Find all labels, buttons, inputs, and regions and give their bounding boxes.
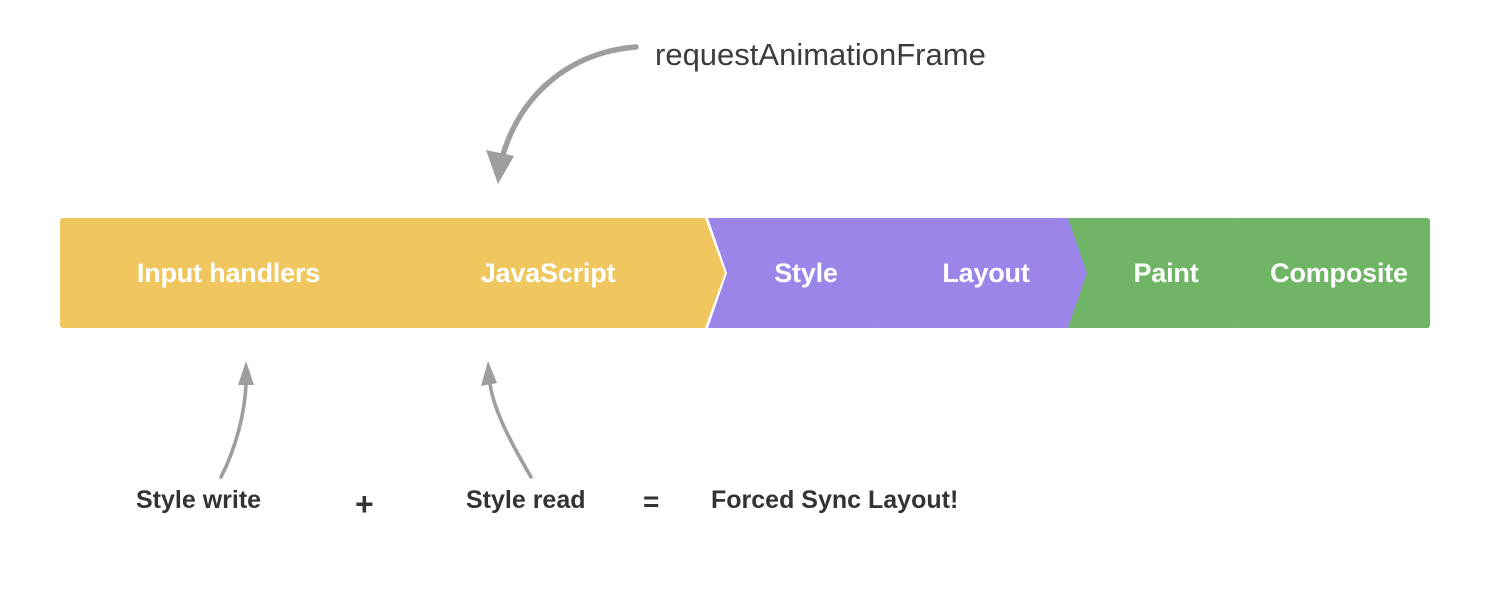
equation-operator-plus: + [355,486,374,522]
pipeline-segment-composite[interactable]: Composite [1238,218,1430,328]
pipeline-segment-layout[interactable]: Layout [878,218,1090,328]
equation-term-style-read: Style read [466,486,586,514]
rendering-pipeline: Input handlers JavaScript Style Layout P… [60,218,1430,328]
equation-term-style-write: Style write [136,486,262,514]
style-read-arrow [481,361,533,479]
pipeline-segment-label: Layout [942,257,1030,288]
equation-operator-equals: = [643,486,660,517]
pipeline-segment-paint[interactable]: Paint [1068,218,1260,328]
request-animation-frame-label: requestAnimationFrame [655,37,986,72]
pipeline-segment-label: Composite [1270,257,1408,288]
equation-result-forced-sync-layout: Forced Sync Layout! [711,486,959,514]
pipeline-segment-label: Input handlers [136,257,321,288]
pipeline-segment-label: Style [774,257,838,288]
pipeline-segment-javascript[interactable]: JavaScript [365,218,725,328]
pipeline-segment-input-handlers[interactable]: Input handlers [60,218,385,328]
pipeline-segment-label: JavaScript [480,257,616,288]
pipeline-segment-style[interactable]: Style [708,218,900,328]
raf-curved-arrow [486,44,639,184]
pipeline-segment-label: Paint [1133,257,1199,288]
style-write-arrow [219,361,254,479]
